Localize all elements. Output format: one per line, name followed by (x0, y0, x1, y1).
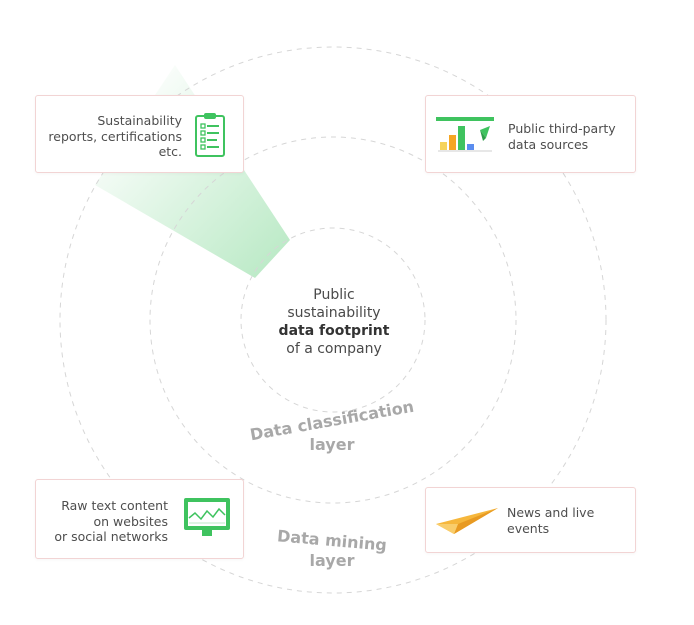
paper-plane-icon (436, 508, 498, 534)
news-line-1: News and live (507, 505, 595, 520)
center-label: Public sustainability data footprint of … (244, 286, 424, 358)
outer-ring (59, 46, 607, 594)
card-third-party-sources: Public third-party data sources (425, 95, 636, 173)
center-line-1: Public (313, 287, 355, 303)
inner-ring (240, 227, 426, 413)
card-raw-text: Raw text content on websites or social n… (35, 479, 244, 559)
clipboard-checklist-icon (195, 113, 225, 157)
classification-layer-line-2: layer (309, 435, 355, 454)
center-line-2: sustainability (287, 305, 381, 321)
raw-text-line-2: on websites (93, 513, 168, 529)
reports-line-3: etc. (158, 144, 182, 159)
monitor-icon (184, 498, 230, 536)
card-third-party-text: Public third-party data sources (508, 121, 632, 152)
bar-chart-icon (436, 117, 494, 152)
mining-layer-label: Data mining layer (262, 526, 402, 571)
news-line-2: events (507, 520, 550, 536)
classification-layer-label: Data classification layer (236, 397, 428, 456)
center-line-3: data footprint (278, 323, 390, 339)
card-sustainability-reports-text: Sustainability reports, certifications e… (44, 113, 182, 160)
card-raw-text-text: Raw text content on websites or social n… (44, 498, 168, 545)
mining-layer-line-2: layer (309, 551, 355, 570)
raw-text-line-3: or social networks (54, 529, 168, 544)
reports-line-1: Sustainability (97, 113, 182, 128)
card-sustainability-reports: Sustainability reports, certifications e… (35, 95, 244, 173)
third-party-line-2: data sources (508, 136, 589, 152)
card-news-events: News and live events (425, 487, 636, 553)
raw-text-line-1: Raw text content (61, 498, 168, 513)
card-news-text: News and live events (507, 505, 631, 536)
reports-line-2: reports, certifications (48, 128, 182, 144)
center-line-4: of a company (286, 341, 382, 357)
third-party-line-1: Public third-party (508, 121, 616, 136)
middle-ring (149, 136, 517, 504)
